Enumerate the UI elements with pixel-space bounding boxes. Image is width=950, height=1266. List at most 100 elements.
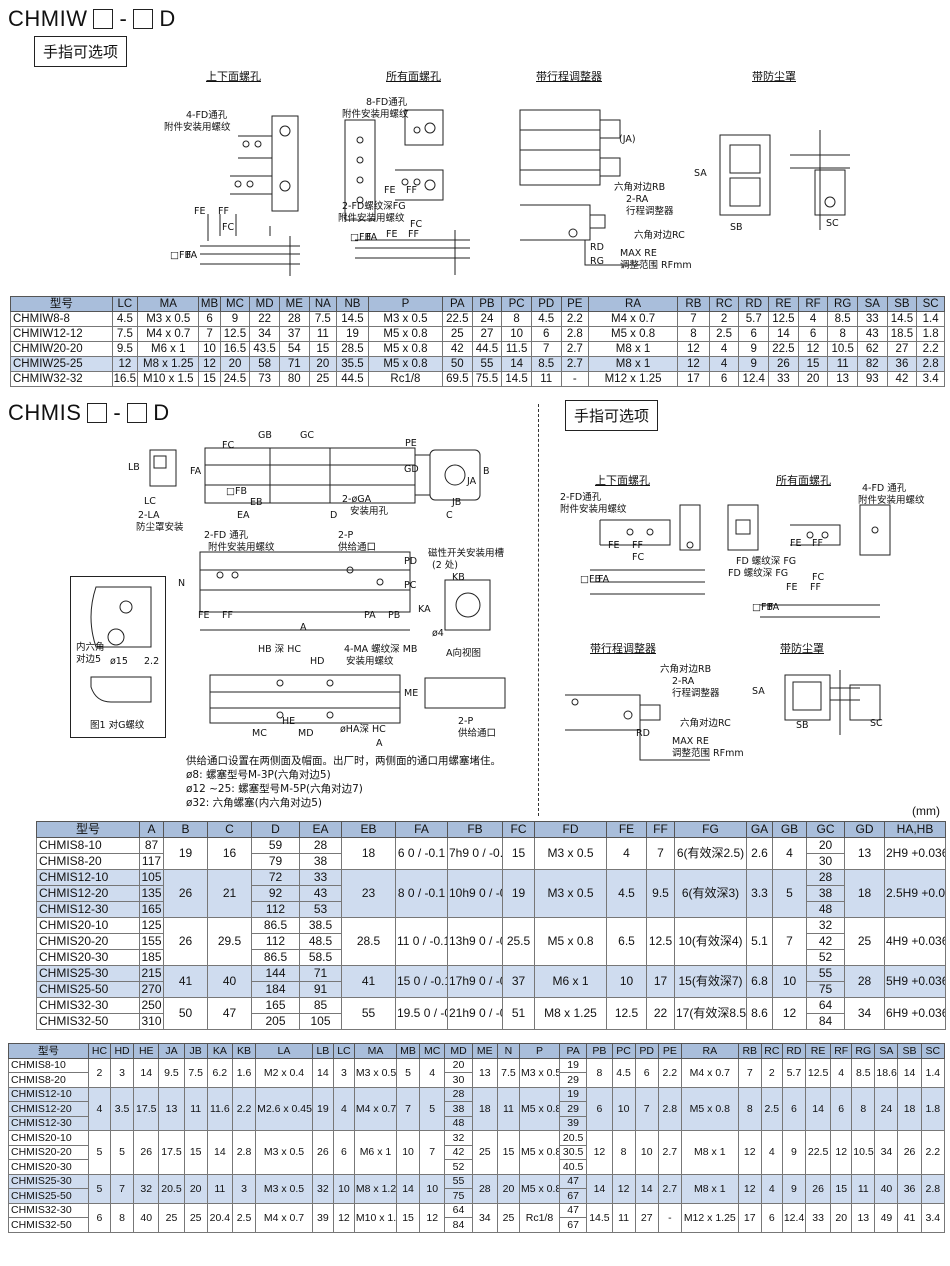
- table-header-cell: RF: [797, 296, 829, 312]
- table-cell: 13: [158, 1086, 185, 1131]
- table-cell: 92: [251, 885, 300, 902]
- table-header-cell: SA: [856, 296, 888, 312]
- table-cell: CHMIS32-50: [36, 1013, 140, 1030]
- table-cell: 28: [471, 1173, 498, 1204]
- table-header-cell: PD: [634, 1043, 659, 1059]
- table-cell: 33: [768, 371, 799, 387]
- table-cell: 11: [183, 1086, 208, 1131]
- table-cell: 9: [738, 341, 770, 357]
- table-cell: CHMIS32-30: [8, 1202, 89, 1218]
- label-fe-2: FE: [384, 185, 396, 196]
- label-hex2: 对边5: [76, 654, 102, 665]
- table-cell: 20: [183, 1173, 208, 1204]
- label-fb-2: □FB: [350, 232, 371, 243]
- table-cell: 7: [677, 311, 710, 327]
- label-r-rb: 六角对边RB: [660, 664, 712, 675]
- label-ff: FF: [218, 206, 229, 217]
- table-header-cell: GA: [746, 821, 773, 838]
- table-cell: 41: [341, 965, 396, 998]
- label-fc: FC: [222, 222, 235, 233]
- table-cell: 28: [278, 311, 310, 327]
- table-cell: CHMIS12-20: [8, 1101, 89, 1117]
- table-cell: CHMIS12-30: [36, 901, 140, 918]
- table-cell: 58: [249, 356, 280, 372]
- table-cell: 135: [139, 885, 164, 902]
- table-cell: M4 x 0.7: [137, 326, 200, 342]
- table-cell: M10 x 1.5: [137, 371, 200, 387]
- table-cell: 3.3: [746, 869, 773, 918]
- table-header-cell: RE: [768, 296, 799, 312]
- table-cell: CHMIS12-10: [36, 869, 140, 886]
- table-cell: 25: [441, 326, 473, 342]
- label-rf: 调整范围 RFmm: [620, 260, 692, 271]
- label-r-sc: SC: [870, 718, 883, 729]
- label-fa: FA: [186, 250, 198, 261]
- table-cell: 6: [634, 1057, 659, 1088]
- table-cell: 34: [844, 997, 885, 1030]
- caption-stroke-adjuster: 带行程调整器: [536, 70, 602, 83]
- table-cell: M5 x 0.8: [534, 917, 607, 966]
- table-header-cell: P: [519, 1043, 560, 1059]
- table-cell: 3: [231, 1173, 257, 1204]
- table-cell: 5.7: [781, 1057, 806, 1088]
- table-cell: 21h9 0 / -0.052: [447, 997, 503, 1030]
- table-cell: 205: [251, 1013, 300, 1030]
- table-cell: 13: [471, 1057, 498, 1088]
- table-cell: 26: [163, 917, 208, 966]
- table-cell: 10: [395, 1130, 421, 1175]
- table-cell: CHMIW12-12: [10, 326, 113, 342]
- table-cell: 14.5: [501, 371, 532, 387]
- table-cell: 7: [646, 837, 675, 870]
- table-cell: 15(有效深7): [674, 965, 747, 998]
- table-header-cell: HE: [133, 1043, 160, 1059]
- table-cell: 19: [558, 1086, 588, 1102]
- table-cell: M8 x 1: [680, 1130, 739, 1175]
- table-cell: 250: [139, 997, 164, 1014]
- label-4fd-b: 附件安装用螺纹: [164, 122, 231, 133]
- table-header-cell: RB: [677, 296, 710, 312]
- label-mid-n: N: [178, 578, 186, 589]
- table-cell: 5H9 +0.036 / 0: [884, 965, 946, 998]
- section-divider: [538, 404, 539, 816]
- caption-all-face-holes: 所有面螺孔: [386, 70, 441, 83]
- table-cell: CHMIW20-20: [10, 341, 113, 357]
- table-cell: 12.5: [219, 326, 251, 342]
- table-cell: 11: [827, 356, 858, 372]
- table-cell: 55: [444, 1173, 473, 1189]
- table-cell: 4.5: [111, 311, 139, 327]
- table-cell: 3: [332, 1057, 355, 1088]
- table-cell: 14: [133, 1057, 160, 1088]
- table-cell: 2.7: [560, 356, 590, 372]
- table-cell: 9.5: [646, 869, 675, 918]
- label-mid-hd: HD: [310, 656, 325, 667]
- table-cell: 112: [251, 901, 300, 918]
- table-cell: 71: [299, 965, 342, 982]
- table-cell: 12.5: [804, 1057, 832, 1088]
- label-r-ff-2: FF: [812, 538, 823, 549]
- table-cell: 18.6: [874, 1057, 899, 1088]
- table-cell: 4: [606, 837, 647, 870]
- table-cell: 2: [708, 311, 740, 327]
- table-cell: 7: [772, 917, 807, 966]
- table-cell: 15: [797, 356, 829, 372]
- label-r-fa: FA: [598, 574, 610, 585]
- table-header-cell: RA: [588, 296, 679, 312]
- table-cell: 38: [299, 853, 342, 870]
- table-cell: 29.5: [207, 917, 252, 966]
- table-cell: 2.8: [231, 1130, 257, 1175]
- table-cell: CHMIS32-30: [36, 997, 140, 1014]
- table-cell: 20: [797, 371, 829, 387]
- table-cell: 8: [677, 326, 710, 342]
- table-header-cell: RG: [851, 1043, 876, 1059]
- table-cell: 29: [558, 1101, 588, 1117]
- finger-options-label: 手指可选项: [34, 36, 128, 67]
- table-cell: 2.2: [920, 1130, 946, 1175]
- label-mid-ka: KA: [418, 604, 431, 615]
